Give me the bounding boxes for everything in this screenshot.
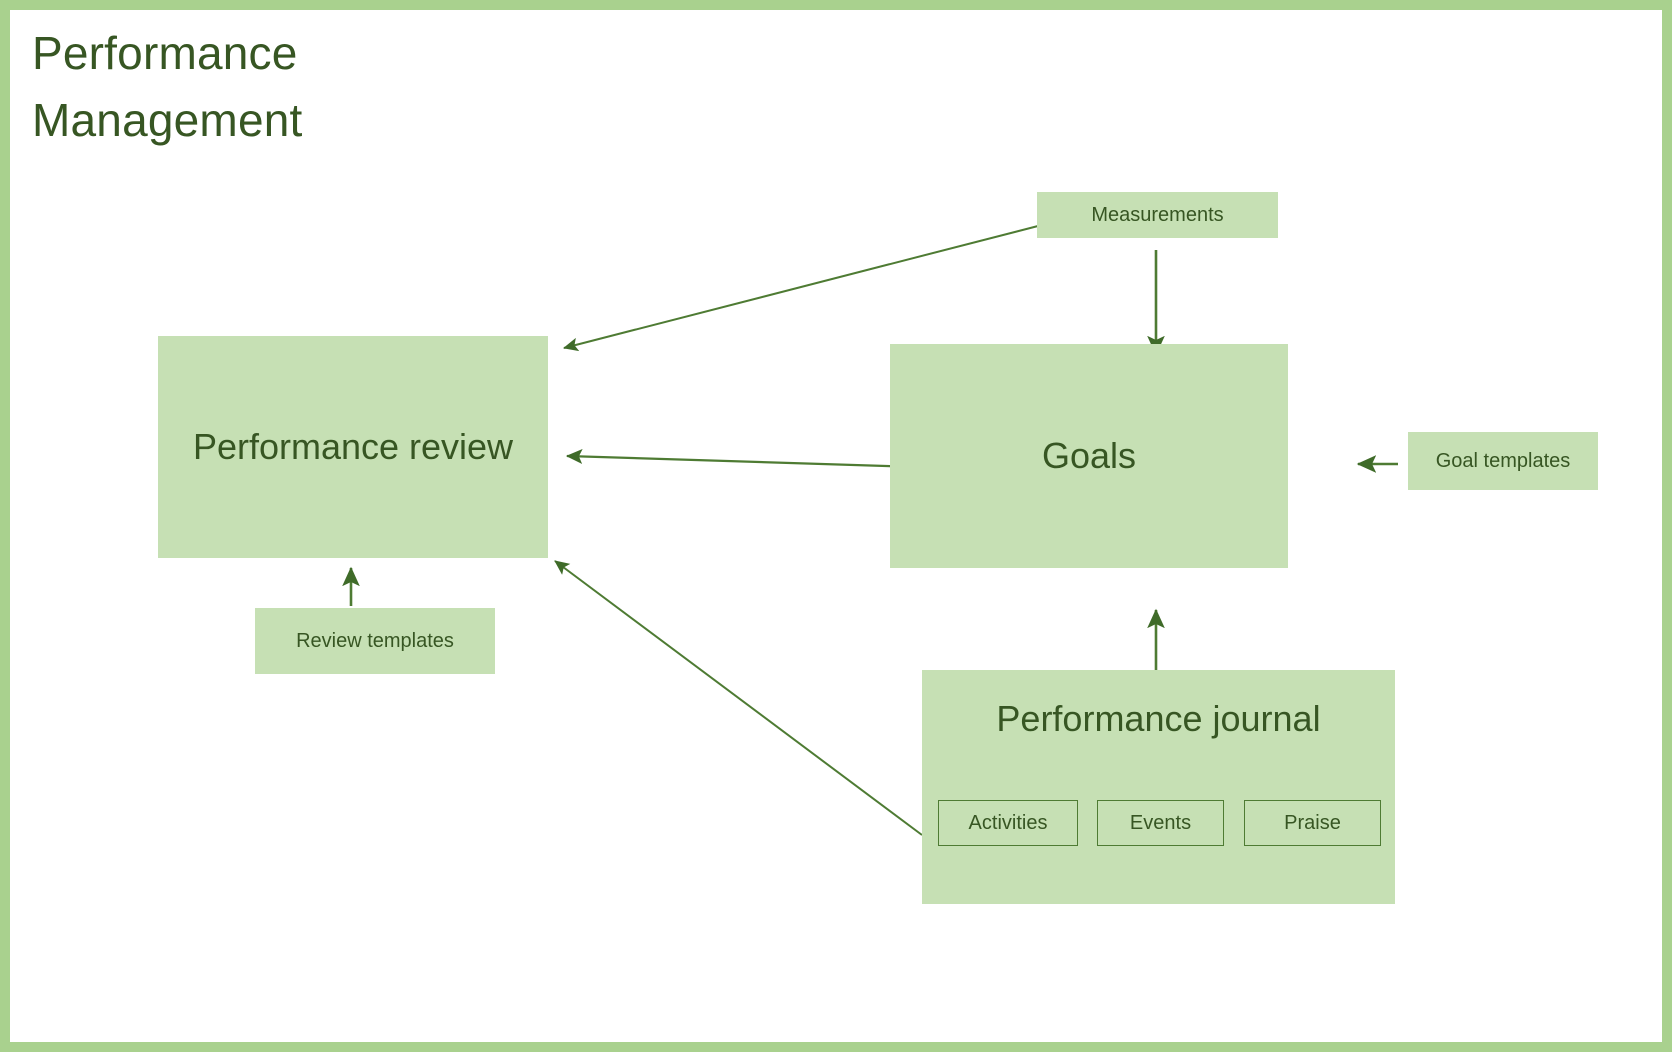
chip-activities[interactable]: Activities [938, 800, 1078, 846]
chip-praise-label: Praise [1284, 811, 1341, 834]
node-review-templates[interactable]: Review templates [255, 608, 495, 674]
node-goals[interactable]: Goals [890, 344, 1288, 568]
node-goal-templates[interactable]: Goal templates [1408, 432, 1598, 490]
node-performance-review[interactable]: Performance review [158, 336, 548, 558]
chip-activities-label: Activities [968, 811, 1048, 834]
node-measurements[interactable]: Measurements [1037, 192, 1278, 238]
node-performance-journal[interactable]: Performance journal Activities Events Pr… [922, 670, 1395, 904]
chip-events[interactable]: Events [1097, 800, 1224, 846]
chip-praise[interactable]: Praise [1244, 800, 1381, 846]
page-title: Performance Management [32, 27, 303, 147]
node-measurements-label: Measurements [1091, 203, 1224, 226]
chip-events-label: Events [1129, 811, 1192, 834]
node-goals-label: Goals [1041, 435, 1137, 476]
edge-measurements-to-performance-review [563, 225, 1039, 352]
node-performance-review-label: Performance review [192, 426, 514, 467]
node-goal-templates-label: Goal templates [1435, 449, 1571, 472]
edge-performance-journal-to-performance-review [554, 560, 923, 836]
journal-chip-row: Activities Events Praise [922, 800, 1395, 850]
node-performance-journal-label: Performance journal [996, 698, 1321, 739]
node-review-templates-label: Review templates [296, 629, 454, 652]
